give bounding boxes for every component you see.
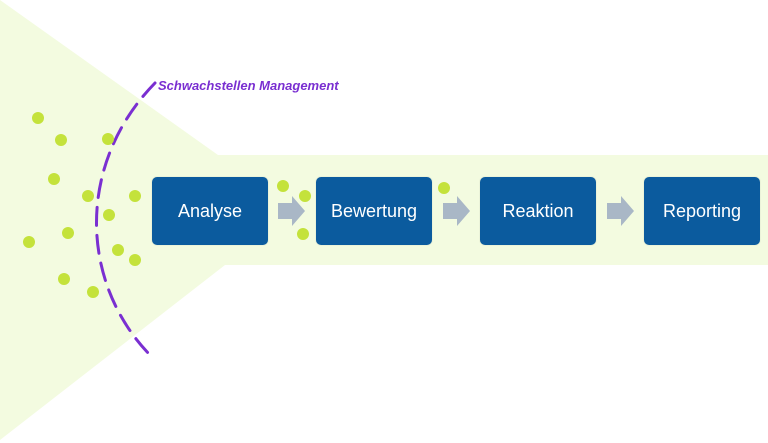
dot	[299, 190, 311, 202]
step-reaktion: Reaktion	[480, 177, 596, 245]
arrow-icon	[607, 196, 634, 226]
step-analyse: Analyse	[152, 177, 268, 245]
dot	[87, 286, 99, 298]
dot	[23, 236, 35, 248]
dot	[297, 228, 309, 240]
diagram-label: Schwachstellen Management	[158, 78, 339, 93]
step-bewertung: Bewertung	[316, 177, 432, 245]
dot	[32, 112, 44, 124]
dashed-boundary	[95, 81, 157, 359]
step-reporting: Reporting	[644, 177, 760, 245]
arrows	[278, 196, 634, 226]
dot	[82, 190, 94, 202]
dot	[48, 173, 60, 185]
vulnerability-dots	[23, 112, 450, 298]
dot	[129, 254, 141, 266]
dot	[129, 190, 141, 202]
dot	[103, 209, 115, 221]
dot	[112, 244, 124, 256]
dot	[55, 134, 67, 146]
dot	[58, 273, 70, 285]
dot	[277, 180, 289, 192]
dot	[62, 227, 74, 239]
arrow-icon	[443, 196, 470, 226]
dot	[438, 182, 450, 194]
arrow-icon	[278, 196, 305, 226]
dot	[102, 133, 114, 145]
